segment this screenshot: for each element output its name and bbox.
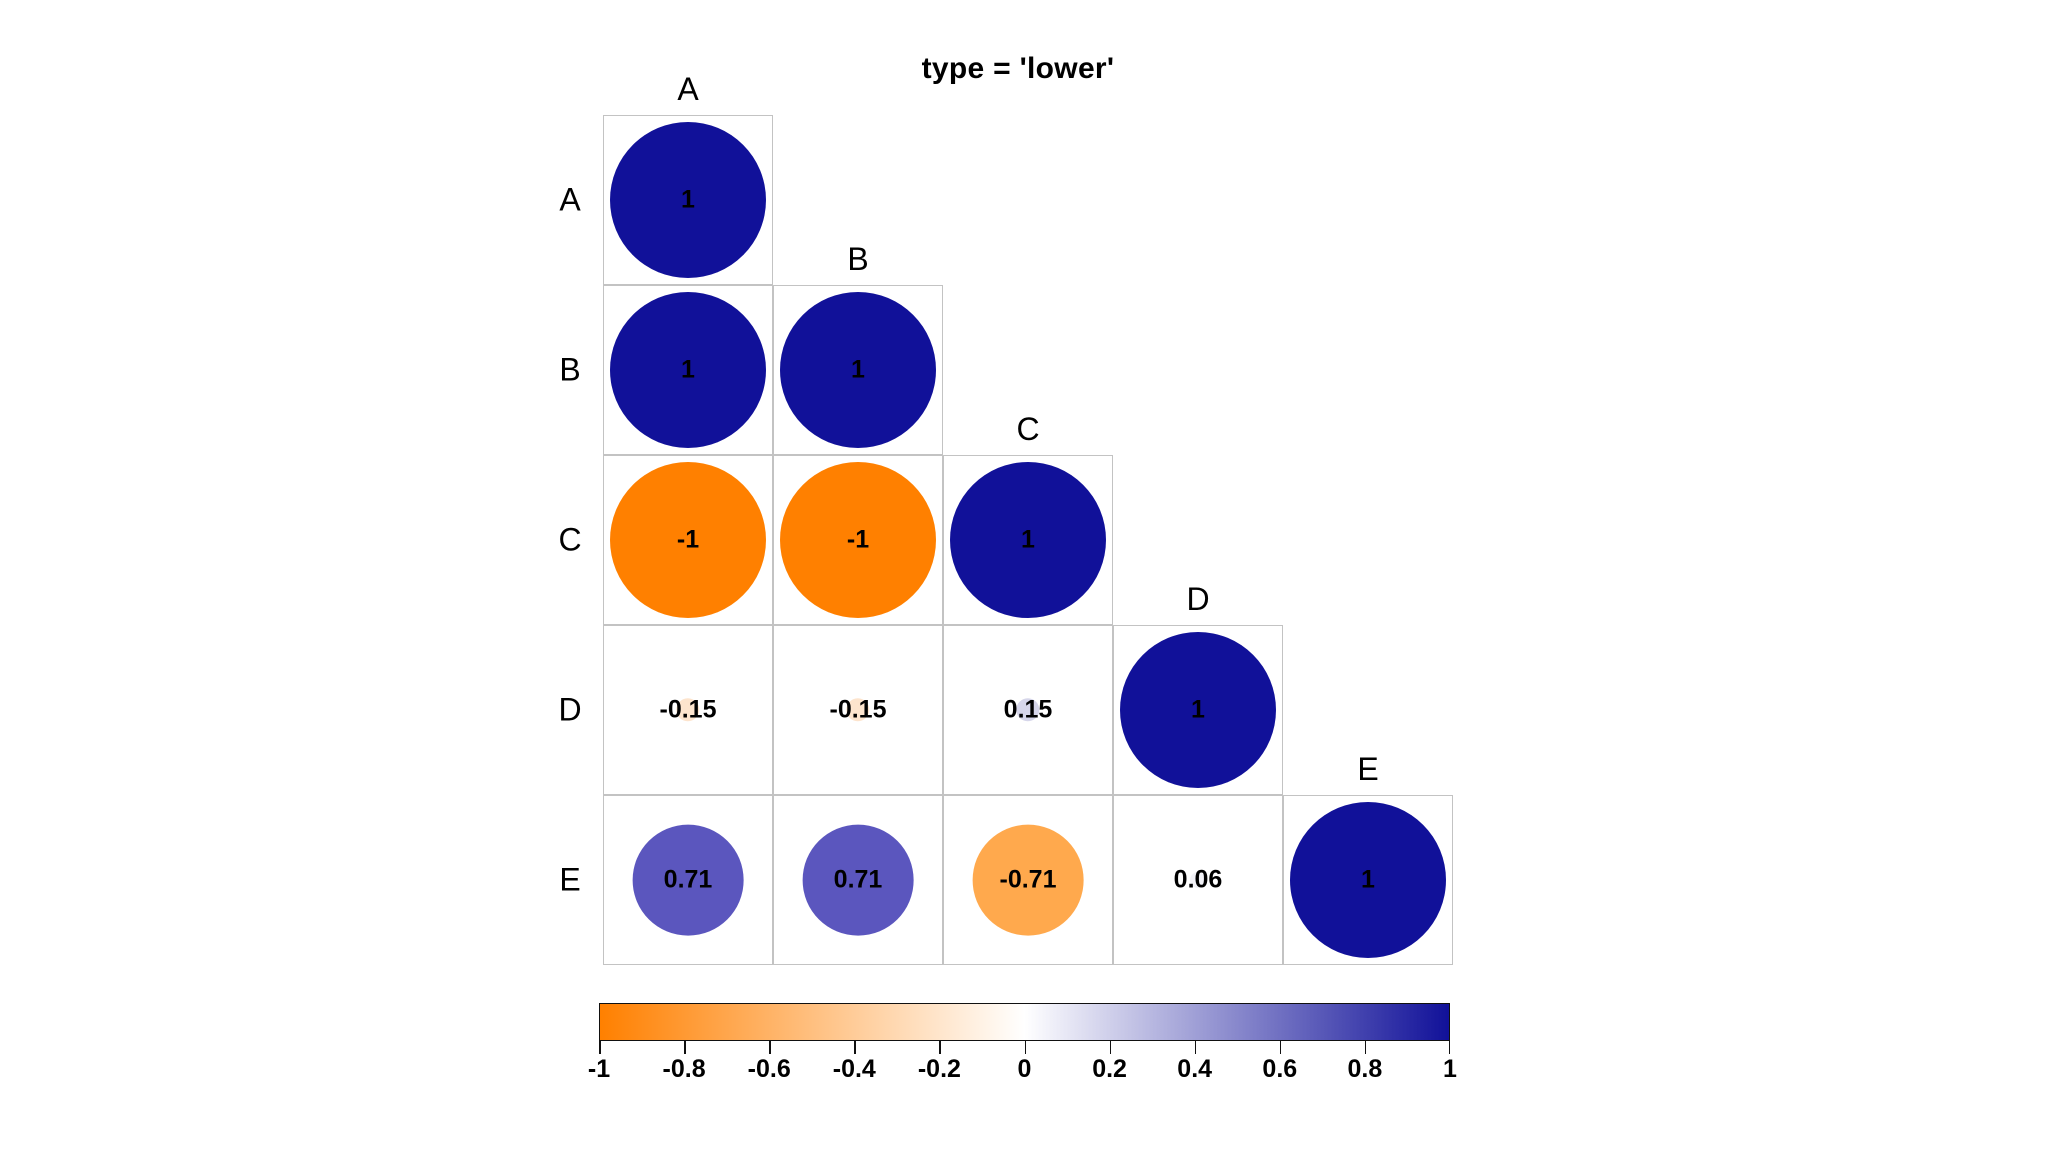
colorbar-tick-label: 0.2 bbox=[1092, 1055, 1127, 1083]
colorbar-tick-group bbox=[599, 1041, 1450, 1054]
correlation-value: 1 bbox=[1361, 865, 1375, 894]
correlation-circle bbox=[1120, 632, 1276, 788]
colorbar-tick-label: -1 bbox=[587, 1055, 611, 1083]
chart-title-text: type = 'lower' bbox=[921, 52, 1115, 85]
matrix-cell: -0.71 bbox=[943, 795, 1113, 965]
row-label-c: C bbox=[558, 521, 582, 558]
column-label-e: E bbox=[1357, 751, 1379, 787]
correlation-value: 1 bbox=[1021, 525, 1035, 554]
chart-title: type = 'lower' bbox=[0, 52, 2048, 86]
colorbar-tick-label: -0.6 bbox=[747, 1055, 791, 1083]
colorbar-tick bbox=[1109, 1041, 1112, 1054]
correlation-value: 1 bbox=[681, 355, 695, 384]
correlation-value: -1 bbox=[846, 525, 870, 554]
row-label-b: B bbox=[559, 351, 581, 388]
colorbar-tick bbox=[684, 1041, 686, 1054]
correlation-circle bbox=[610, 462, 766, 618]
correlation-circle bbox=[802, 824, 914, 936]
matrix-cell: 1 bbox=[943, 455, 1113, 625]
correlation-circle bbox=[610, 122, 766, 278]
correlation-circle bbox=[1290, 802, 1446, 958]
column-label-c: C bbox=[1016, 411, 1040, 447]
correlation-value: -1 bbox=[676, 525, 700, 554]
matrix-cell: 1 bbox=[773, 285, 943, 455]
correlation-circle bbox=[846, 698, 870, 722]
colorbar-tick bbox=[1194, 1041, 1197, 1054]
correlation-circle bbox=[610, 292, 766, 448]
correlation-value: 0.71 bbox=[663, 865, 713, 894]
colorbar-tick bbox=[1364, 1041, 1367, 1054]
row-label-a: A bbox=[559, 181, 581, 218]
colorbar-tick bbox=[1279, 1041, 1282, 1054]
matrix-cell: 1 bbox=[1283, 795, 1453, 965]
correlation-circle bbox=[972, 824, 1084, 936]
colorbar-tick-label: 1 bbox=[1443, 1055, 1457, 1083]
correlation-value: 1 bbox=[851, 355, 865, 384]
correlation-circle bbox=[632, 824, 744, 936]
colorbar-tick-label: 0.6 bbox=[1262, 1055, 1298, 1083]
correlation-circle bbox=[1016, 698, 1040, 722]
matrix-cell: 0.71 bbox=[603, 795, 773, 965]
matrix-cell: 1 bbox=[603, 285, 773, 455]
colorbar-tick-label: 0 bbox=[1017, 1055, 1032, 1083]
matrix-cell: 0.71 bbox=[773, 795, 943, 965]
correlation-value: 0.15 bbox=[1003, 695, 1053, 724]
row-label-e: E bbox=[559, 861, 581, 898]
colorbar-tick-label: -0.2 bbox=[917, 1055, 961, 1083]
colorbar-label-group: -1 -0.8 -0.6 -0.4 -0.2 0 0.2 0.4 0.6 0.8 1 bbox=[588, 1055, 1457, 1089]
matrix-cell: -0.15 bbox=[773, 625, 943, 795]
colorbar-gradient bbox=[599, 1003, 1450, 1041]
row-label-d: D bbox=[558, 691, 582, 728]
column-label-b: B bbox=[847, 241, 869, 277]
colorbar-tick bbox=[939, 1041, 941, 1054]
matrix-cell: 1 bbox=[1113, 625, 1283, 795]
correlation-value: 0.71 bbox=[833, 865, 883, 894]
matrix-cell: 0.15 bbox=[943, 625, 1113, 795]
correlation-circle bbox=[950, 462, 1106, 618]
correlation-value: -0.15 bbox=[659, 695, 717, 724]
correlation-circle bbox=[1190, 872, 1206, 888]
colorbar-tick-label: 0.8 bbox=[1347, 1055, 1383, 1083]
colorbar-tick bbox=[1024, 1041, 1026, 1054]
colorbar-tick bbox=[769, 1041, 771, 1054]
colorbar-tick-label: 0.4 bbox=[1177, 1055, 1213, 1083]
colorbar-tick bbox=[599, 1041, 601, 1054]
matrix-cell: -1 bbox=[603, 455, 773, 625]
matrix-cell: -1 bbox=[773, 455, 943, 625]
correlation-value: 1 bbox=[1191, 695, 1205, 724]
correlation-circle bbox=[676, 698, 700, 722]
colorbar-tick-label: -0.8 bbox=[662, 1055, 706, 1083]
correlation-value: 0.06 bbox=[1173, 865, 1223, 894]
correlation-value: -0.15 bbox=[829, 695, 887, 724]
colorbar-tick bbox=[854, 1041, 856, 1054]
column-label-d: D bbox=[1186, 581, 1210, 617]
colorbar-tick-label: -0.4 bbox=[832, 1055, 876, 1083]
column-label-a: A bbox=[677, 71, 699, 107]
matrix-cell: 0.06 bbox=[1113, 795, 1283, 965]
correlation-circle bbox=[780, 292, 936, 448]
colorbar-tick bbox=[1448, 1041, 1450, 1054]
matrix-cell: 1 bbox=[603, 115, 773, 285]
correlation-value: 1 bbox=[681, 185, 695, 214]
correlation-circle bbox=[780, 462, 936, 618]
correlation-value: -0.71 bbox=[999, 865, 1057, 894]
matrix-cell: -0.15 bbox=[603, 625, 773, 795]
